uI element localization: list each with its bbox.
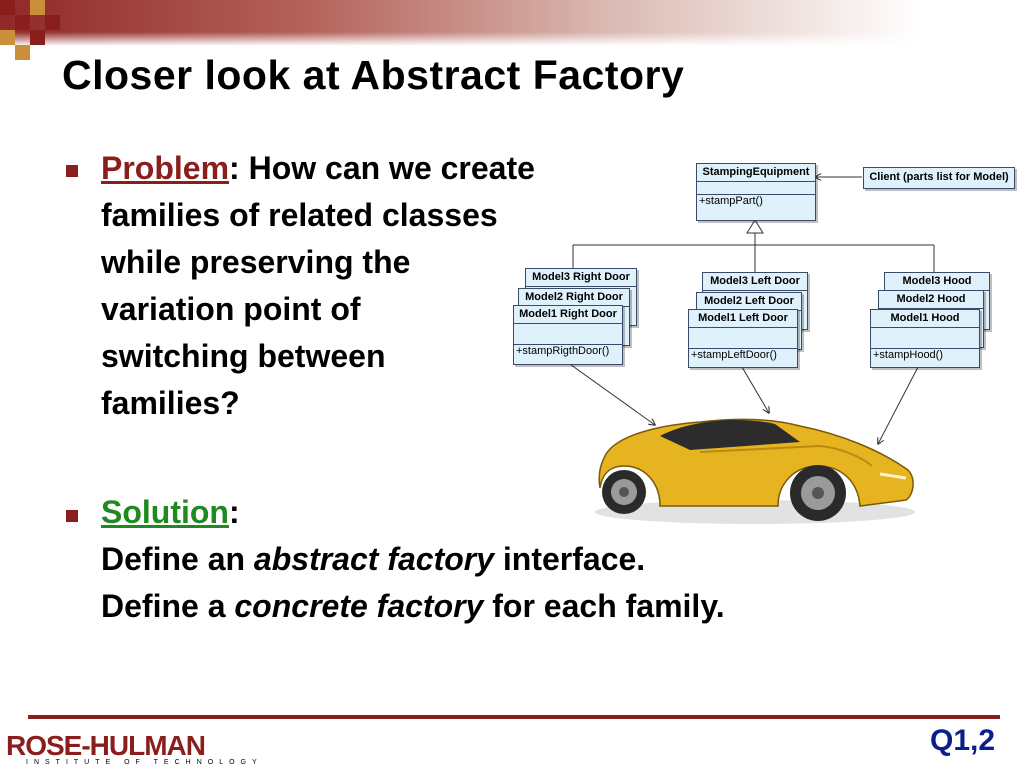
abstract-factory-term: abstract factory <box>253 541 495 577</box>
uml-class-client: Client (parts list for Model) <box>863 167 1015 189</box>
uml-class-name: Model3 Left Door <box>703 273 807 291</box>
problem-text: Problem: How can we create families of r… <box>101 145 535 427</box>
problem-line: while preserving the <box>101 244 411 280</box>
solution-label: Solution <box>101 494 229 530</box>
slide-title: Closer look at Abstract Factory <box>62 52 685 98</box>
uml-operation: +stampHood() <box>873 349 944 361</box>
solution-text-part: Define an <box>101 541 254 577</box>
bullet-icon <box>66 165 78 177</box>
problem-line: variation point of <box>101 291 361 327</box>
checker-square <box>0 30 15 45</box>
bullet-icon <box>66 510 78 522</box>
solution-text-part: interface. <box>494 541 646 577</box>
uml-class-model1-left-door: Model1 Left Door +stampLeftDoor() <box>688 309 798 368</box>
uml-class-stamping-equipment: StampingEquipment +stampPart() <box>696 163 816 221</box>
problem-label: Problem <box>101 150 230 186</box>
header-band-fade <box>0 32 1024 46</box>
problem-line: families of related classes <box>101 197 498 233</box>
inheritance-triangle <box>746 219 764 234</box>
checker-square <box>15 45 30 60</box>
checker-square <box>0 0 15 15</box>
uml-operation: +stampLeftDoor() <box>691 349 777 361</box>
uml-class-name: Model1 Left Door <box>689 310 797 328</box>
question-reference: Q1,2 <box>930 724 996 757</box>
uml-attributes <box>689 328 797 349</box>
uml-class-name: Model3 Hood <box>885 273 989 291</box>
solution-text-part: for each family. <box>483 588 725 624</box>
rose-hulman-logo: ROSE-HULMAN <box>6 730 206 761</box>
uml-attributes <box>514 324 622 345</box>
uml-operation: +stampPart() <box>699 195 763 207</box>
uml-class-name: Model2 Hood <box>879 291 983 309</box>
dependency-arrow <box>566 361 655 425</box>
uml-class-name: Model3 Right Door <box>526 269 636 287</box>
uml-class-model1-right-door: Model1 Right Door +stampRigthDoor() <box>513 305 623 365</box>
concrete-factory-term: concrete factory <box>234 588 484 624</box>
checker-square <box>30 30 45 45</box>
problem-line: switching between <box>101 338 386 374</box>
dependency-arrow <box>741 366 769 413</box>
checker-square <box>45 15 60 30</box>
checker-square <box>15 15 30 30</box>
dependency-arrow <box>878 366 919 444</box>
problem-line: : How can we create <box>229 150 535 186</box>
solution-text-part: Define a <box>101 588 235 624</box>
footer-divider <box>28 715 1000 719</box>
uml-class-name: Client (parts list for Model) <box>869 171 1009 183</box>
uml-class-name: StampingEquipment <box>697 164 815 182</box>
uml-attributes <box>697 182 815 195</box>
uml-class-model1-hood: Model1 Hood +stampHood() <box>870 309 980 368</box>
solution-text: Solution: Define an abstract factory int… <box>101 489 725 630</box>
problem-line: families? <box>101 385 240 421</box>
uml-class-name: Model1 Right Door <box>514 306 622 324</box>
solution-colon: : <box>228 494 240 530</box>
checker-square <box>30 0 45 15</box>
uml-class-name: Model1 Hood <box>871 310 979 328</box>
rose-hulman-logo-subtitle: INSTITUTE OF TECHNOLOGY <box>26 759 263 766</box>
uml-operation: +stampRigthDoor() <box>516 345 610 357</box>
uml-attributes <box>871 328 979 349</box>
